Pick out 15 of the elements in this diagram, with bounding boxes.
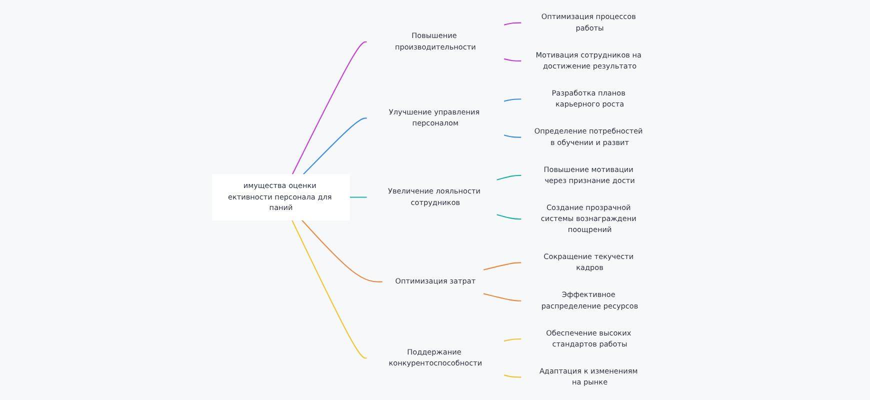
connector [292, 41, 366, 175]
connector [503, 338, 521, 342]
connector [302, 118, 366, 175]
connector [503, 134, 521, 138]
connector [291, 220, 366, 359]
connector [503, 22, 521, 26]
connector [483, 262, 521, 270]
connector [483, 293, 521, 302]
connector [503, 98, 521, 102]
connector [496, 214, 521, 220]
connector [349, 196, 366, 198]
connector [503, 374, 521, 378]
connector [496, 174, 521, 180]
connector [503, 58, 521, 62]
connector [301, 220, 382, 282]
